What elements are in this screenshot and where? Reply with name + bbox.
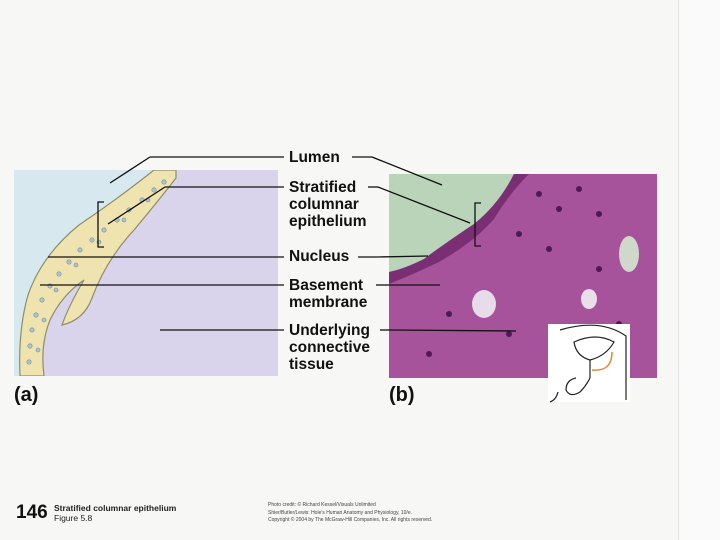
label-lumen: Lumen <box>289 149 340 166</box>
label-stratified-line2: columnar <box>289 196 359 213</box>
photo-credit: Photo credit: © Richard Kessel/Visuals U… <box>268 502 432 525</box>
label-underlying-line3: tissue <box>289 356 334 373</box>
credit-line-1: Photo credit: © Richard Kessel/Visuals U… <box>268 502 376 508</box>
label-underlying-line1: Underlying <box>289 322 370 339</box>
caption-figure: Figure 5.8 <box>54 513 93 523</box>
credit-line-2: Shier/Butler/Lewis: Hole's Human Anatomy… <box>268 509 412 516</box>
label-underlying-line2: connective <box>289 339 370 356</box>
label-basement-line2: membrane <box>289 294 368 311</box>
caption-title: Stratified columnar epithelium <box>54 503 177 513</box>
micrograph-image <box>389 174 639 357</box>
figure-caption: Stratified columnar epithelium Figure 5.… <box>54 503 176 523</box>
right-margin-strip <box>678 0 720 540</box>
inset-anatomy-sketch <box>549 324 627 403</box>
credit-line-3: Copyright © 2004 by The McGraw-Hill Comp… <box>268 517 433 523</box>
label-basement-line1: Basement <box>289 277 364 294</box>
label-stratified-line1: Stratified <box>289 179 357 196</box>
panel-b-label: (b) <box>389 384 415 406</box>
page-number: 146 <box>16 502 48 523</box>
label-nucleus: Nucleus <box>289 248 350 265</box>
label-stratified-line3: epithelium <box>289 213 367 230</box>
panel-a-illustration <box>14 169 278 377</box>
panel-a-label: (a) <box>14 384 39 406</box>
